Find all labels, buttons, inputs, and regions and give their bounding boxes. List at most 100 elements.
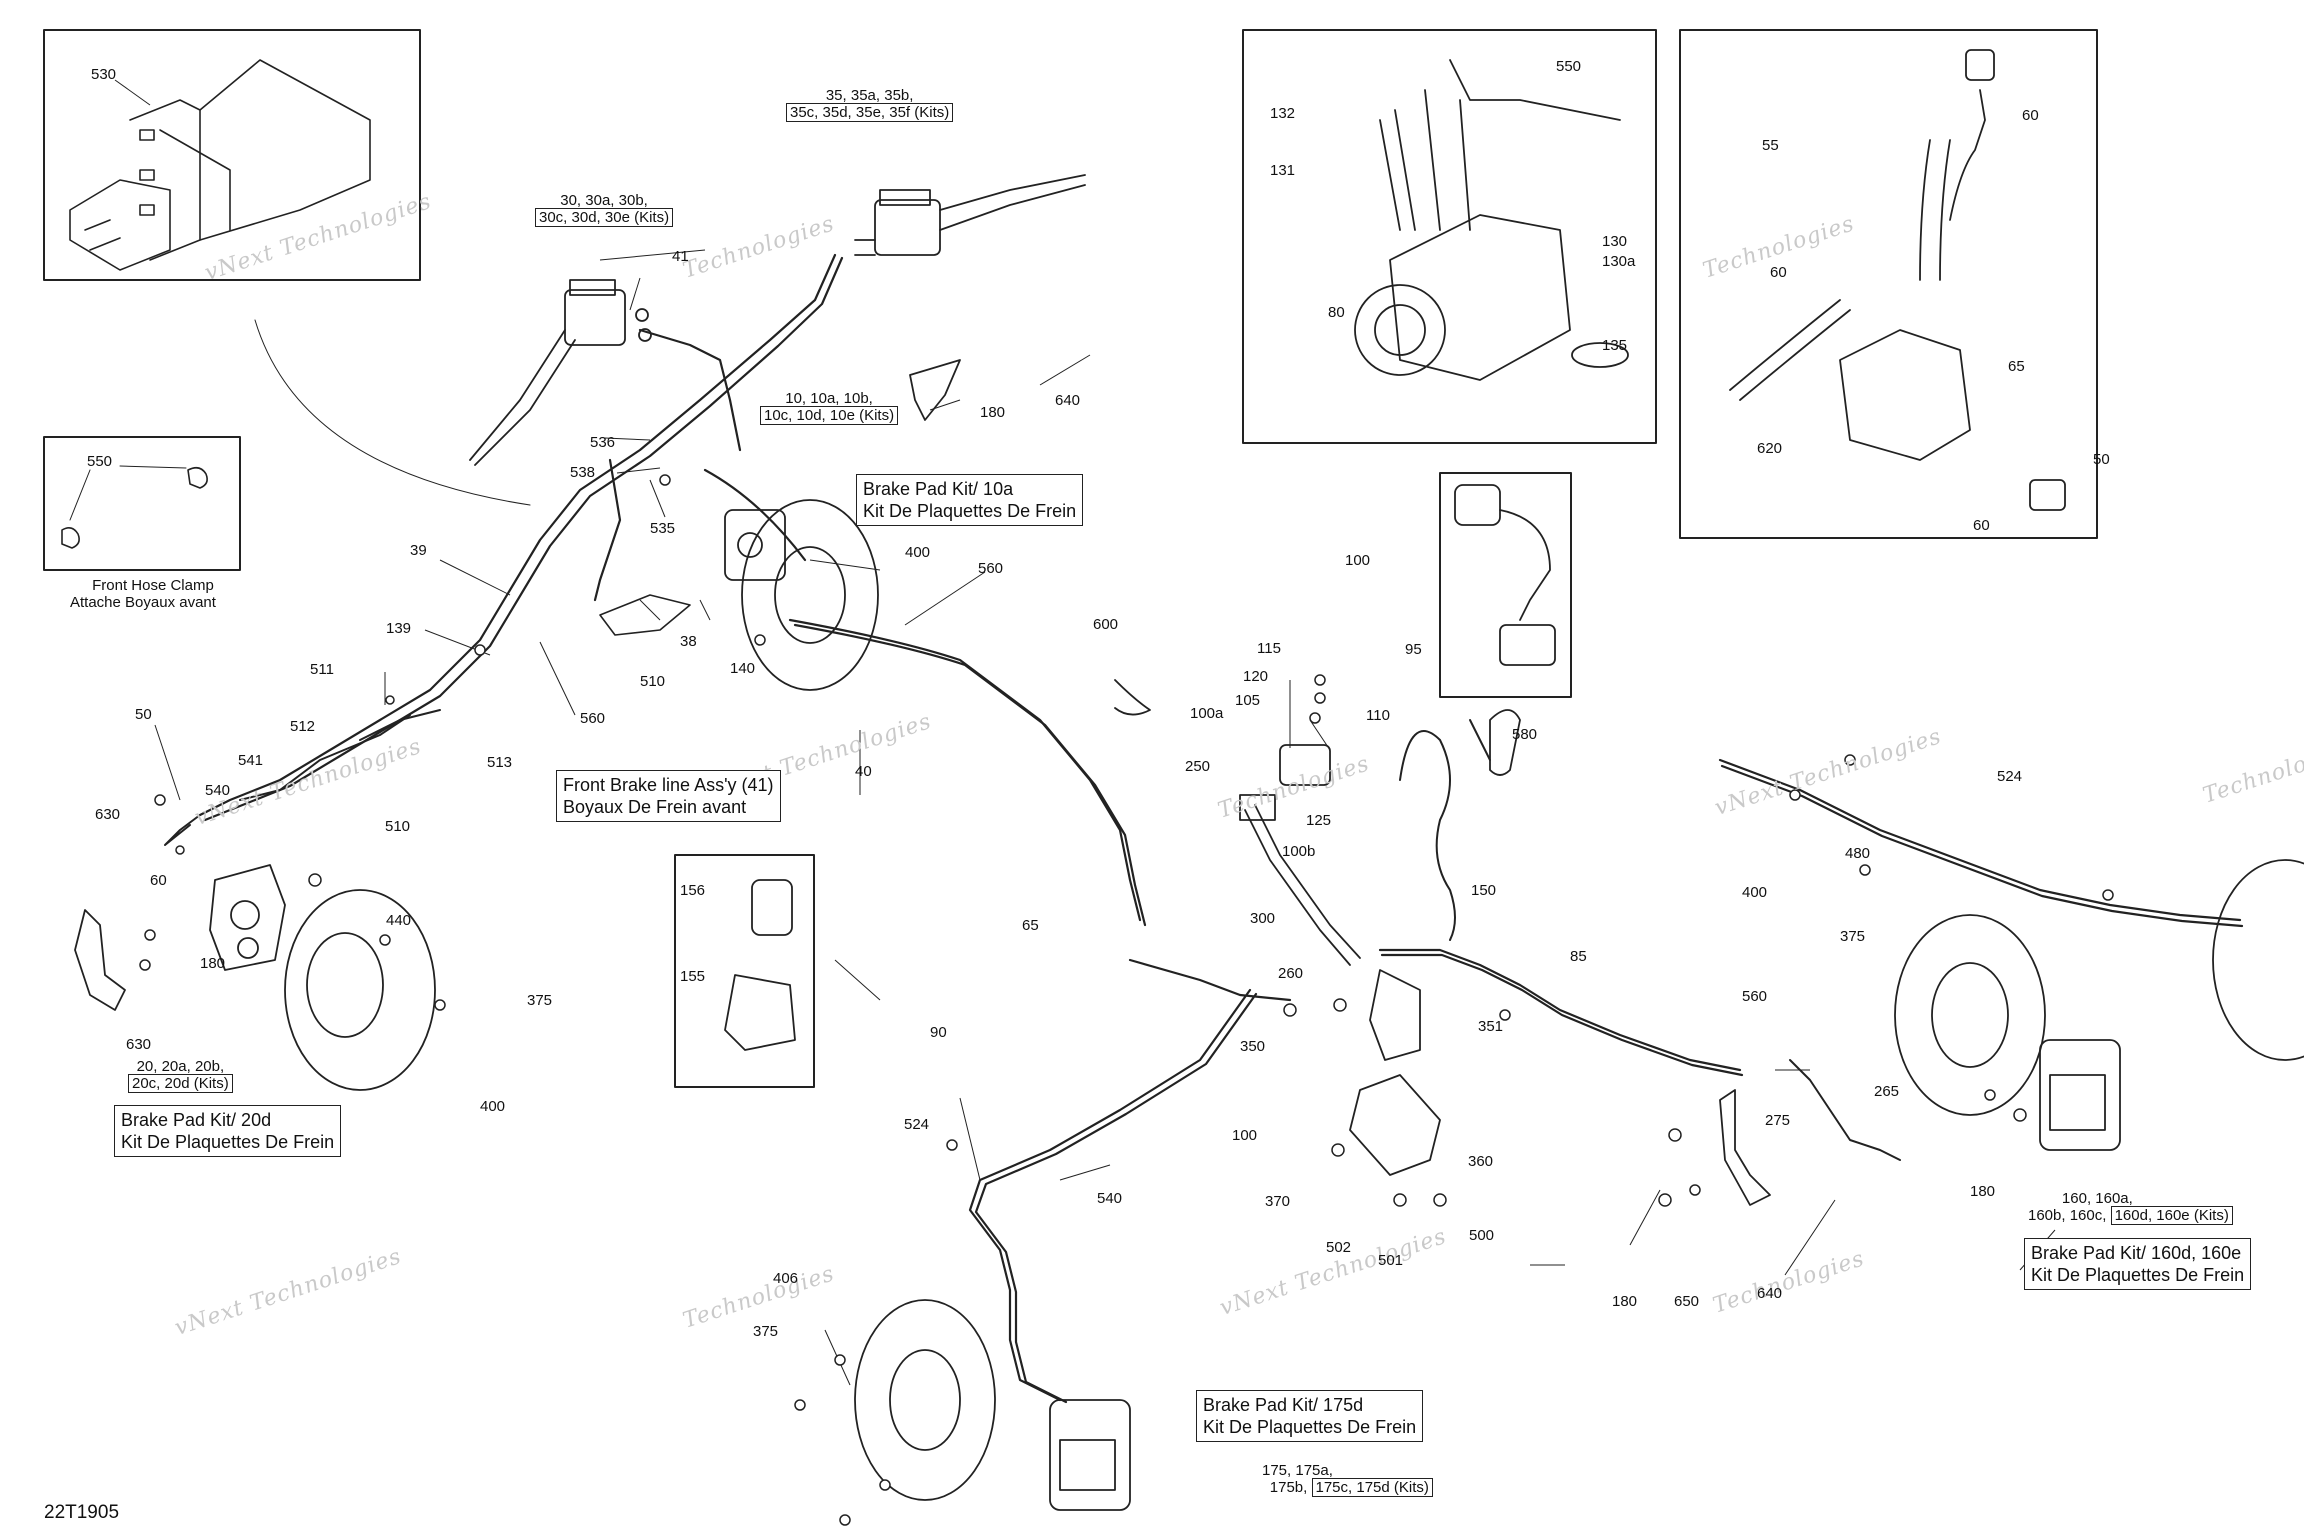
part-number: 560 <box>580 710 606 727</box>
part-number: 105 <box>1235 692 1261 709</box>
part-number: 41 <box>672 248 689 265</box>
part-number: 550 <box>1556 58 1582 75</box>
rear-line-90 <box>968 988 1258 1404</box>
part-label-10: 10, 10a, 10b, 10c, 10d, 10e (Kits) <box>760 390 899 425</box>
right-caliper-160 <box>2039 1039 2121 1151</box>
sensor-156-155 <box>724 879 796 1051</box>
front-caliper-10 <box>724 509 786 581</box>
drawing-code: 22T1905 <box>44 1502 120 1523</box>
kit-label: 35c, 35d, 35e, 35f (Kits) <box>786 103 954 122</box>
part-label-20: 20, 20a, 20b, 20c, 20d (Kits) <box>128 1058 233 1093</box>
part-number: 140 <box>730 660 756 677</box>
part-number: 620 <box>1757 440 1783 457</box>
part-number: 275 <box>1765 1112 1791 1129</box>
label-line: 30, 30a, 30b, <box>560 192 648 209</box>
part-number: 131 <box>1270 162 1296 179</box>
box-line: Front Brake line Ass'y (41) <box>563 775 774 795</box>
part-label-30: 30, 30a, 30b, 30c, 30d, 30e (Kits) <box>535 192 674 227</box>
rear-hose-275 <box>1789 1059 1901 1161</box>
part-number: 510 <box>385 818 411 835</box>
left-caliper-20 <box>209 864 286 971</box>
part-number: 50 <box>135 706 152 723</box>
front-brake-line-box: Front Brake line Ass'y (41) Boyaux De Fr… <box>556 770 781 822</box>
part-number: 80 <box>1328 304 1345 321</box>
part-number: 95 <box>1405 641 1422 658</box>
label-line: 20, 20a, 20b, <box>136 1058 225 1075</box>
brake-pad-510 <box>599 594 691 636</box>
part-number: 530 <box>91 66 117 83</box>
left-hose <box>164 709 441 846</box>
inset-frame-fitting <box>1679 29 2098 539</box>
inset-frame-clamp <box>43 436 241 571</box>
abs-module-130 <box>1354 59 1629 381</box>
box-line: Kit De Plaquettes De Frein <box>1203 1417 1417 1437</box>
part-number: 560 <box>1742 988 1768 1005</box>
bracket-530 <box>69 59 371 271</box>
pedal-assembly-300 <box>1239 744 1441 1176</box>
brake-line-85 <box>1378 948 1744 1077</box>
box-line: Kit De Plaquettes De Frein <box>863 501 1077 521</box>
kit-label: 175c, 175d (Kits) <box>1311 1478 1433 1497</box>
part-number: 130 <box>1602 233 1628 250</box>
brake-pad-kit-20d-box: Brake Pad Kit/ 20d Kit De Plaquettes De … <box>114 1105 342 1157</box>
part-number: 375 <box>1840 928 1866 945</box>
part-number: 400 <box>905 544 931 561</box>
part-number: 65 <box>1022 917 1039 934</box>
part-number: 300 <box>1250 910 1276 927</box>
part-number: 560 <box>978 560 1004 577</box>
brake-line-40 <box>788 618 1292 1002</box>
part-number: 55 <box>1762 137 1779 154</box>
inset-frame-reservoir <box>1439 472 1572 698</box>
part-number: 550 <box>87 453 113 470</box>
part-number: 260 <box>1278 965 1304 982</box>
part-label-175: 175, 175a, 175b, 175c, 175d (Kits) <box>1262 1462 1433 1497</box>
part-number: 536 <box>590 434 616 451</box>
bracket-640 <box>1719 1089 1771 1206</box>
part-number: 650 <box>1674 1293 1700 1310</box>
hardware-dots <box>139 474 2114 1526</box>
part-number: 155 <box>680 968 706 985</box>
rear-line-right <box>1718 758 2244 928</box>
part-number: 400 <box>480 1098 506 1115</box>
front-brake-lines <box>198 253 844 822</box>
part-number: 512 <box>290 718 316 735</box>
part-number: 406 <box>773 1270 799 1287</box>
part-number: 156 <box>680 882 706 899</box>
part-number: 375 <box>753 1323 779 1340</box>
part-number: 115 <box>1257 640 1281 657</box>
master-cylinder-30 <box>469 279 652 466</box>
part-number: 630 <box>95 806 121 823</box>
reservoir-100 <box>1454 484 1556 666</box>
part-number: 100 <box>1232 1127 1258 1144</box>
label-prefix: 160b, 160c, <box>2028 1207 2107 1224</box>
rear-disc-406 <box>854 1299 996 1501</box>
part-number: 90 <box>930 1024 947 1041</box>
part-number: 180 <box>1970 1183 1996 1200</box>
part-number: 139 <box>386 620 412 637</box>
part-number: 39 <box>410 542 427 559</box>
part-number: 265 <box>1874 1083 1900 1100</box>
label-line: 175, 175a, <box>1262 1462 1333 1479</box>
part-number: 150 <box>1471 882 1497 899</box>
caption-line: Attache Boyaux avant <box>70 594 216 611</box>
part-number: 375 <box>527 992 553 1009</box>
part-number: 110 <box>1366 707 1390 724</box>
brake-pad-kit-175d-box: Brake Pad Kit/ 175d Kit De Plaquettes De… <box>1196 1390 1424 1442</box>
part-number: 502 <box>1326 1239 1352 1256</box>
part-number: 60 <box>1973 517 1990 534</box>
part-number: 440 <box>386 912 412 929</box>
part-number: 60 <box>2022 107 2039 124</box>
master-cylinder-35 <box>854 174 1086 256</box>
box-line: Boyaux De Frein avant <box>563 797 747 817</box>
part-number: 535 <box>650 520 676 537</box>
part-number: 480 <box>1845 845 1871 862</box>
box-line: Brake Pad Kit/ 20d <box>121 1110 272 1130</box>
box-line: Kit De Plaquettes De Frein <box>2031 1265 2245 1285</box>
part-number: 360 <box>1468 1153 1494 1170</box>
front-disc-400-top <box>741 499 879 691</box>
kit-label: 160d, 160e (Kits) <box>2110 1206 2233 1225</box>
far-right-disc <box>2212 859 2304 1061</box>
part-number: 40 <box>855 763 872 780</box>
part-number: 524 <box>1997 768 2023 785</box>
part-number: 501 <box>1378 1252 1404 1269</box>
